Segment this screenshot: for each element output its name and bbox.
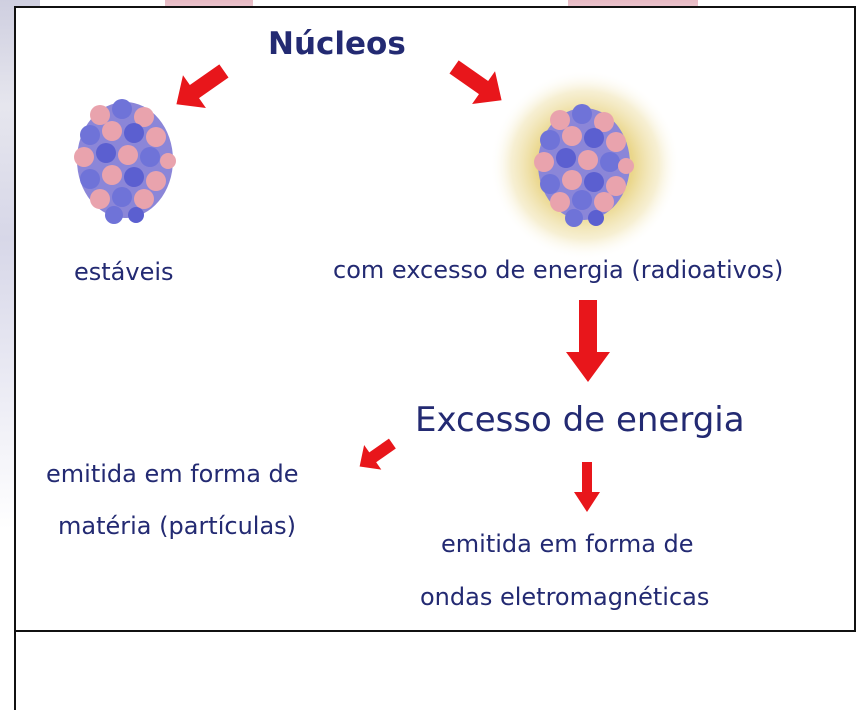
arrow-down-icon [566,300,610,382]
arrow-to-matter-icon [359,438,396,470]
frame-bottom-segment-left [44,630,330,632]
waves-emission-line1: emitida em forma de [441,530,694,558]
waves-emission-line2: ondas eletromagnéticas [420,583,710,611]
radioactive-nucleus-icon [490,70,680,260]
radioactive-label: com excesso de energia (radioativos) [333,256,784,284]
excess-energy-heading: Excesso de energia [415,400,745,440]
matter-emission-line2: matéria (partículas) [58,512,297,540]
frame-bottom-segment-right [330,630,856,632]
arrow-to-waves-icon [574,462,600,512]
frame-lower-border [14,630,16,710]
arrow-left-down-icon [176,64,229,108]
matter-emission-line1: emitida em forma de [46,460,299,488]
arrow-right-down-icon [449,60,502,104]
stable-label: estáveis [74,258,174,286]
diagram-title: Núcleos [268,26,406,62]
stable-nucleus-icon [74,99,176,224]
